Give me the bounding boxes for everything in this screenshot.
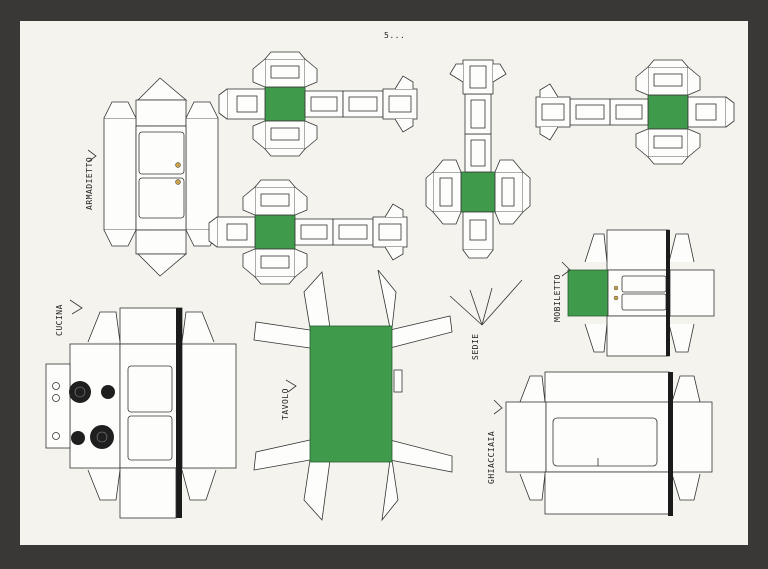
label-tavolo: TAVOLO <box>281 388 290 420</box>
label-armadietto: ARMADIETTO <box>85 157 94 210</box>
sedie-arrows <box>449 279 523 326</box>
tavolo-net <box>253 269 453 522</box>
armadietto-net <box>87 77 219 277</box>
label-mobiletto: MOBILETTO <box>553 274 562 322</box>
ghiacciaia-net <box>493 371 713 516</box>
top-mark: 5... <box>384 31 405 40</box>
label-cucina: CUCINA <box>55 304 64 336</box>
cucina-net <box>45 299 237 519</box>
mobiletto-net <box>561 229 715 357</box>
label-ghiacciaia: GHIACCIAIA <box>487 431 496 484</box>
label-sedie: SEDIE <box>471 333 480 360</box>
